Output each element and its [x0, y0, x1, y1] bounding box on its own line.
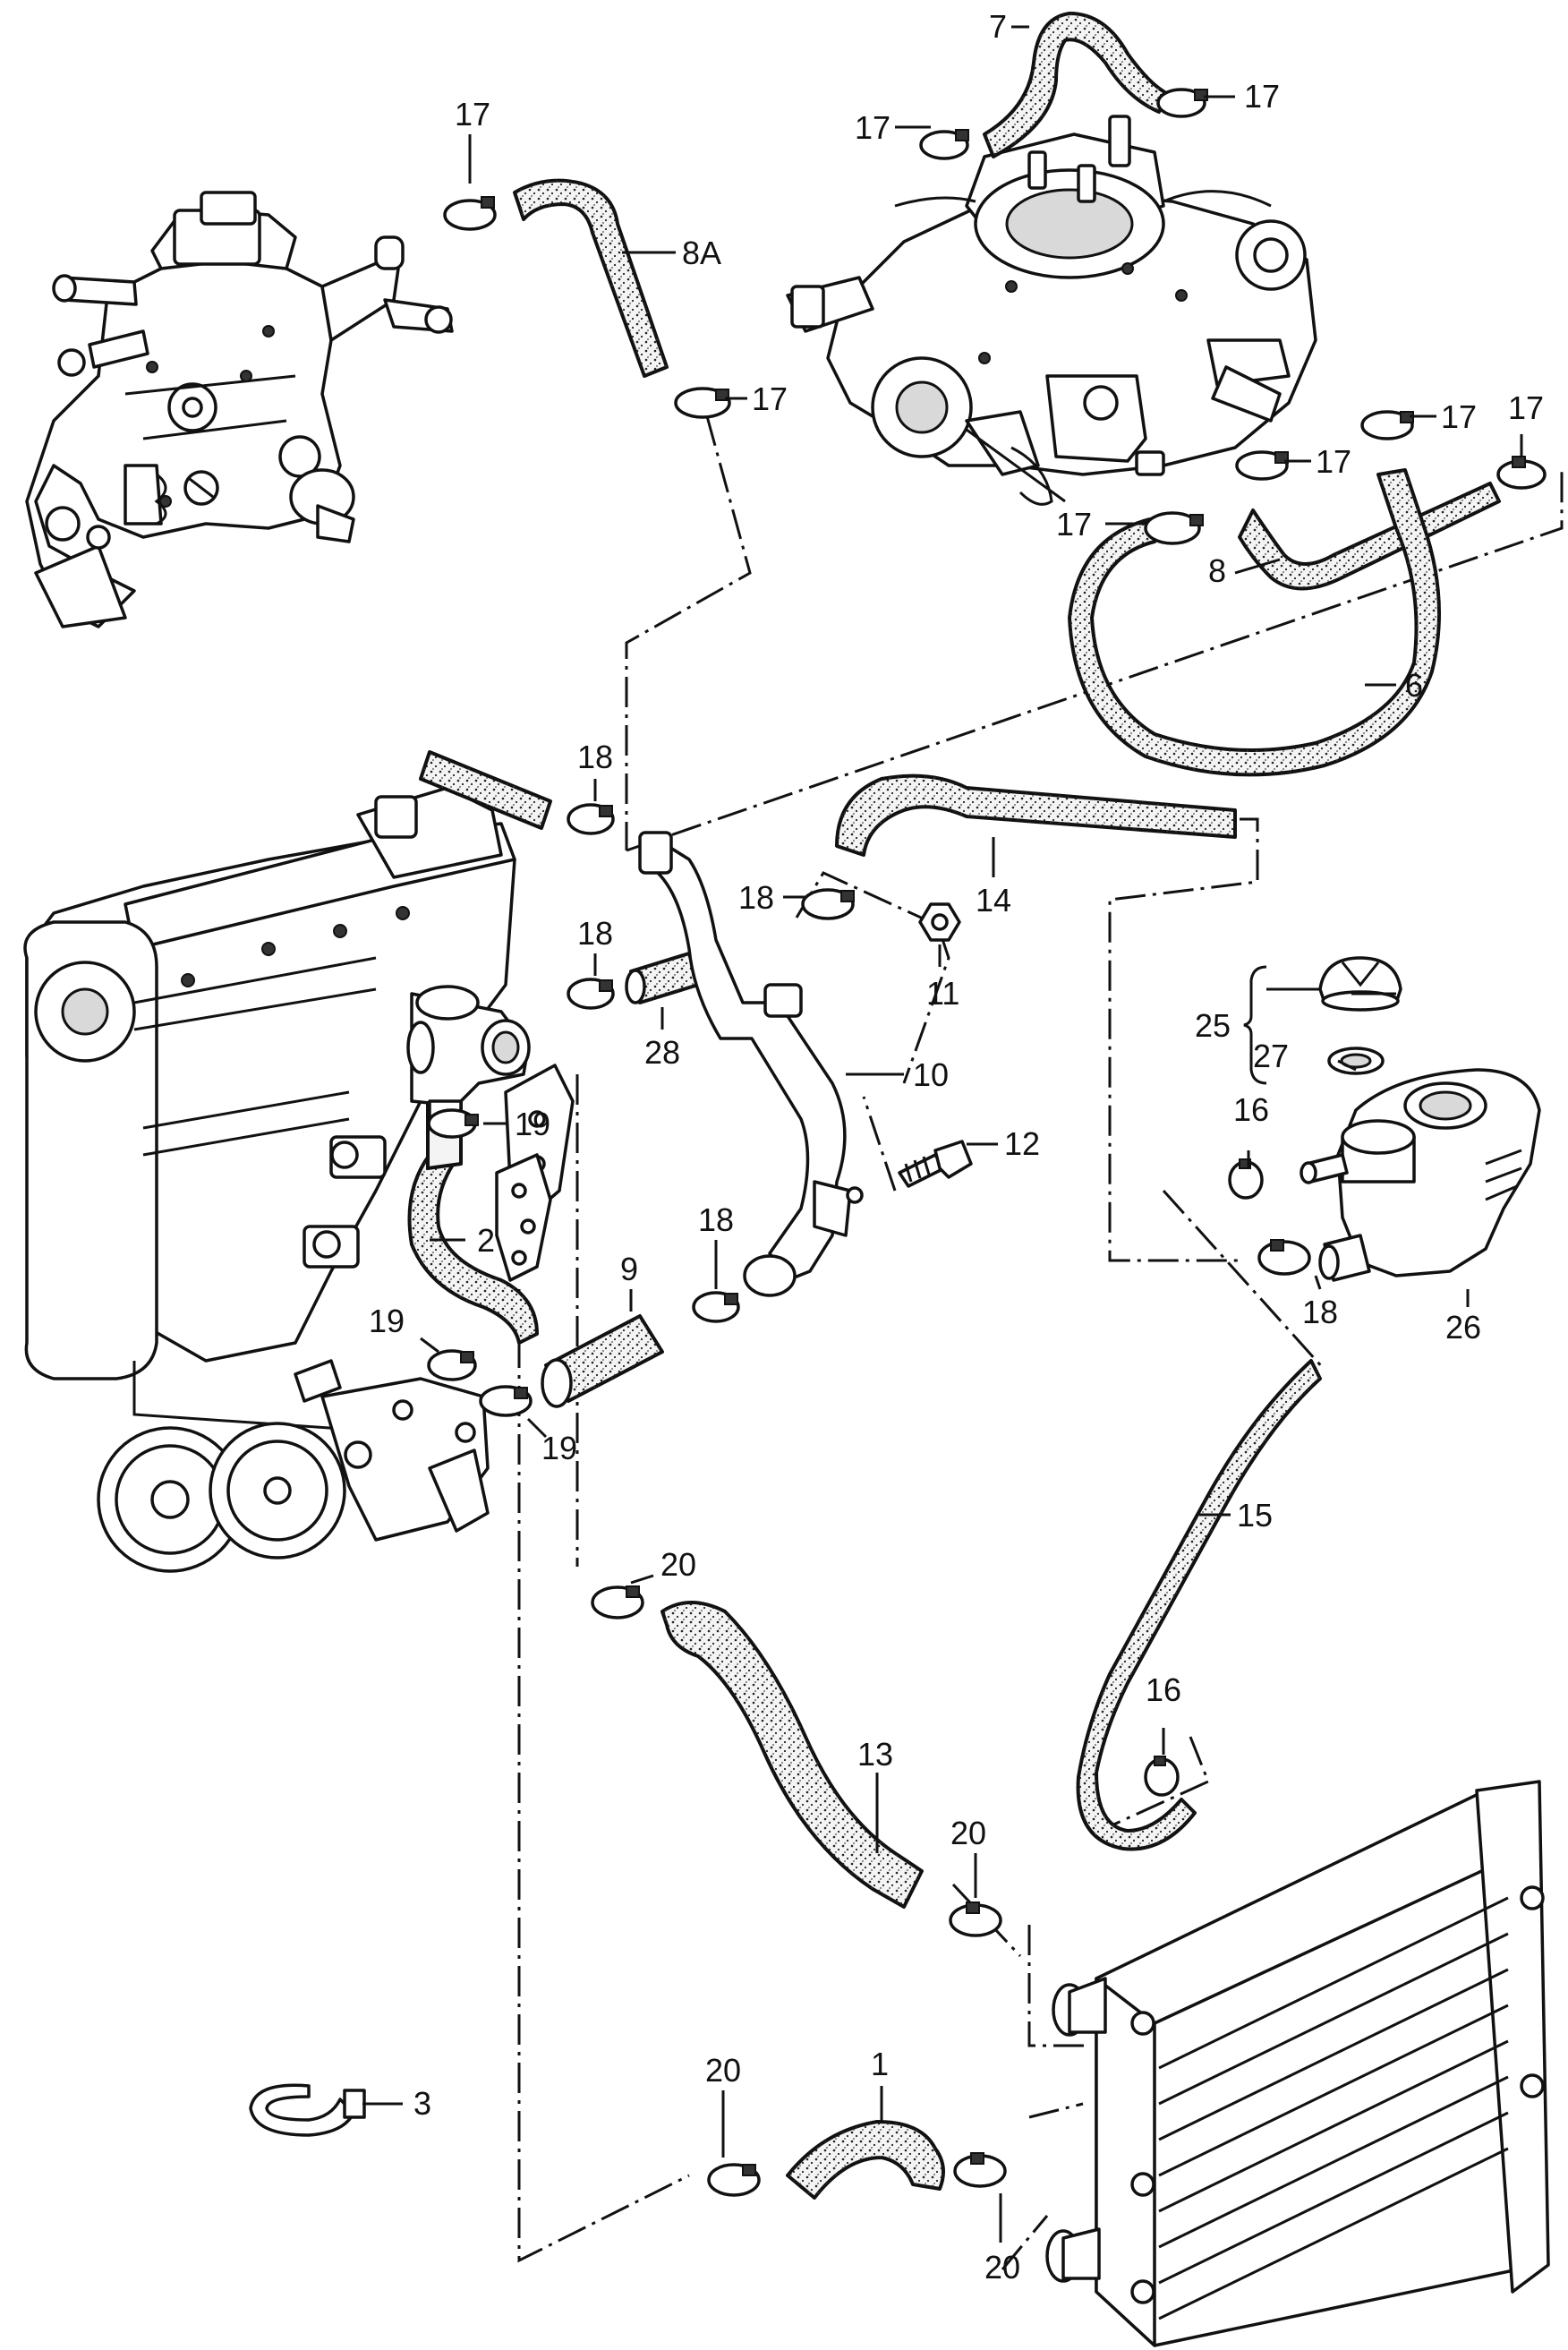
clamp-17h: [1144, 511, 1204, 545]
hose-8: [1238, 482, 1501, 591]
label-13: 13: [857, 1736, 893, 1773]
clamp-20b: [949, 1901, 1002, 1937]
clamp-17g: [1496, 456, 1547, 490]
label-28: 28: [644, 1034, 680, 1071]
label-14: 14: [976, 882, 1011, 919]
label-8a: 8A: [682, 235, 721, 271]
label-18: 18: [1302, 1294, 1338, 1330]
label-11: 11: [926, 975, 959, 1012]
label-15: 15: [1237, 1497, 1273, 1534]
clamp-19a: [427, 1108, 479, 1139]
radiator: [1045, 1780, 1550, 2347]
label-8: 8: [1208, 552, 1226, 589]
label-2: 2: [477, 1222, 495, 1259]
expansion-tank-26: [1300, 1068, 1541, 1282]
hose-9: [541, 1314, 664, 1408]
hose-13: [660, 1601, 924, 1909]
label-27: 27: [1253, 1038, 1289, 1074]
label-18: 18: [577, 739, 613, 775]
label-17: 17: [455, 96, 490, 132]
nut-11: [918, 902, 961, 942]
hose-6: [1068, 468, 1441, 777]
label-17: 17: [1508, 389, 1544, 426]
seal-27: [1327, 1047, 1385, 1075]
tank-cap-25: [1318, 956, 1402, 1012]
label-7: 7: [989, 8, 1007, 45]
clamp-17c: [919, 129, 969, 160]
label-12: 12: [1004, 1125, 1040, 1162]
clamp-17b: [674, 387, 731, 419]
label-19: 19: [515, 1106, 550, 1142]
label-9: 9: [620, 1251, 638, 1287]
band-clamp-3: [249, 2083, 366, 2137]
clamp-17e: [1360, 410, 1414, 440]
label-17: 17: [752, 380, 788, 417]
label-17: 17: [1316, 443, 1351, 480]
bolt-12: [898, 1140, 973, 1188]
label-6: 6: [1405, 667, 1423, 704]
label-18: 18: [738, 879, 774, 916]
clamp-17d: [1156, 88, 1208, 118]
carburetor-right: [786, 115, 1317, 506]
label-10: 10: [913, 1056, 949, 1093]
clamp-16b: [1144, 1756, 1180, 1797]
clamp-18c: [567, 978, 615, 1010]
coolant-pipe-10: [638, 831, 864, 1297]
label-26: 26: [1445, 1309, 1481, 1346]
clamp-19c: [479, 1385, 533, 1417]
hose-1: [786, 2120, 945, 2200]
clamp-17a: [443, 196, 497, 231]
clamp-17f: [1235, 450, 1289, 481]
label-25: 25: [1195, 1007, 1231, 1044]
label-18: 18: [577, 915, 613, 952]
hose-clamps: [427, 88, 1547, 2197]
clamp-18b: [801, 888, 855, 920]
label-17: 17: [1056, 506, 1092, 543]
label-20: 20: [660, 1546, 696, 1583]
label-17: 17: [1441, 398, 1477, 435]
assembly-lines: [517, 415, 1564, 2270]
hose-15: [1076, 1359, 1322, 1851]
label-20: 20: [950, 1815, 986, 1851]
water-pump: [97, 1359, 490, 1573]
label-18: 18: [698, 1201, 734, 1238]
label-20: 20: [984, 2249, 1020, 2286]
gasket-plate: [495, 1153, 552, 1282]
part-labels: 17 8A 17 7 17 17 17 17 17 17 8 6 18 18 1…: [369, 8, 1544, 2286]
clamp-20a: [591, 1585, 644, 1619]
hose-upper-left: [419, 750, 552, 830]
label-16: 16: [1146, 1671, 1181, 1708]
hose-28: [625, 952, 700, 1004]
clamp-18d: [692, 1291, 740, 1323]
leader-lines: [362, 25, 1523, 2243]
clamp-18a: [567, 803, 615, 835]
clamp-18e: [1257, 1239, 1311, 1276]
hose-14: [835, 773, 1237, 857]
carburetor-left: [25, 191, 454, 628]
label-3: 3: [413, 2085, 431, 2122]
label-17: 17: [1244, 78, 1280, 115]
label-16: 16: [1233, 1091, 1269, 1128]
coolant-flange: [406, 985, 531, 1130]
label-17: 17: [855, 109, 891, 146]
clamp-19b: [427, 1349, 477, 1381]
label-19: 19: [541, 1430, 577, 1466]
label-1: 1: [871, 2046, 889, 2082]
hose-8a: [513, 178, 669, 378]
clamp-16a: [1228, 1158, 1264, 1200]
radiator-fins: [1158, 1896, 1509, 2320]
label-19: 19: [369, 1303, 405, 1339]
engine-block: [23, 786, 575, 1434]
clamp-20d: [953, 2152, 1007, 2188]
label-20: 20: [705, 2052, 741, 2089]
clamp-20c: [707, 2163, 761, 2197]
